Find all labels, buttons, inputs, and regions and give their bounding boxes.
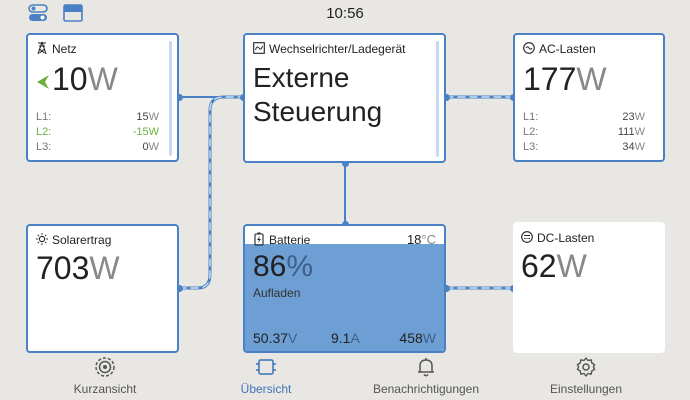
battery-power: 458W: [399, 330, 436, 346]
connector-dot: [443, 285, 450, 292]
status-time: 10:56: [326, 5, 364, 22]
grid-scroll-indicator: [169, 41, 172, 156]
sun-icon: [36, 233, 48, 245]
nav-notifications[interactable]: Benachrichtigungen: [340, 356, 512, 396]
dc-loads-title: DC-Lasten: [537, 231, 595, 245]
pylon-icon: [37, 41, 47, 55]
battery-charging-icon: [254, 232, 264, 246]
inverter-title: Wechselrichter/Ladegerät: [269, 42, 406, 56]
solar-card[interactable]: Solarertrag 703W: [26, 224, 179, 353]
connector-dot: [443, 94, 450, 101]
battery-temperature: 18°C: [406, 232, 436, 247]
inverter-state-line1: Externe: [253, 62, 350, 93]
battery-state: Aufladen: [253, 286, 301, 300]
ac-icon: [523, 42, 535, 54]
grid-title: Netz: [52, 42, 77, 56]
ac-loads-title: AC-Lasten: [539, 42, 596, 56]
nav-settings[interactable]: Einstellungen: [500, 356, 672, 396]
connector-dot: [342, 160, 349, 167]
connector-dot: [176, 285, 183, 292]
inverter-icon: [253, 42, 265, 54]
battery-current: 9.1A: [331, 330, 360, 346]
solar-power: 703W: [36, 250, 120, 286]
overview-icon: [256, 359, 276, 375]
toggles-icon[interactable]: [28, 4, 48, 22]
nav-overview[interactable]: Übersicht: [180, 356, 352, 396]
import-arrow-icon: [37, 74, 49, 89]
battery-card[interactable]: Batterie 18°C 86% Aufladen 50.37V 9.1A 4…: [243, 224, 446, 353]
dc-loads-card[interactable]: DC-Lasten 62W: [513, 222, 665, 353]
battery-title: Batterie: [269, 233, 311, 247]
grid-power: 10W: [36, 61, 118, 98]
connector-dot: [176, 94, 183, 101]
ac-phase-l2: L2: 111W: [523, 126, 645, 138]
bell-icon: [418, 358, 434, 377]
grid-phase-l2: L2: -15W: [36, 126, 159, 138]
nav-brief[interactable]: Kurzansicht: [19, 356, 191, 396]
grid-phase-l3: L3: 0W: [36, 141, 159, 153]
dc-loads-power: 62W: [521, 248, 587, 284]
ac-loads-power: 177W: [523, 61, 607, 97]
ac-phase-l1: L1: 23W: [523, 111, 645, 123]
panel-layout-icon[interactable]: [63, 4, 83, 22]
inverter-card[interactable]: Wechselrichter/Ladegerät Externe Steueru…: [243, 33, 446, 163]
dc-icon: [521, 231, 533, 243]
battery-charge-fill: [245, 243, 444, 351]
grid-phase-l1: L1: 15W: [36, 111, 159, 123]
solar-title: Solarertrag: [52, 233, 112, 247]
brief-icon: [95, 357, 115, 377]
battery-voltage: 50.37V: [253, 330, 298, 346]
inverter-scroll-indicator: [436, 41, 439, 157]
inverter-state-line2: Steuerung: [253, 96, 383, 127]
battery-soc: 86%: [253, 250, 314, 283]
ac-loads-card[interactable]: AC-Lasten 177W L1: 23W L2: 111W L3: 34W: [513, 33, 665, 162]
grid-card[interactable]: Netz 10W L1: 15W L2: -15W L3: 0W: [26, 33, 179, 162]
ac-phase-l3: L3: 34W: [523, 141, 645, 153]
gear-icon: [576, 357, 596, 377]
